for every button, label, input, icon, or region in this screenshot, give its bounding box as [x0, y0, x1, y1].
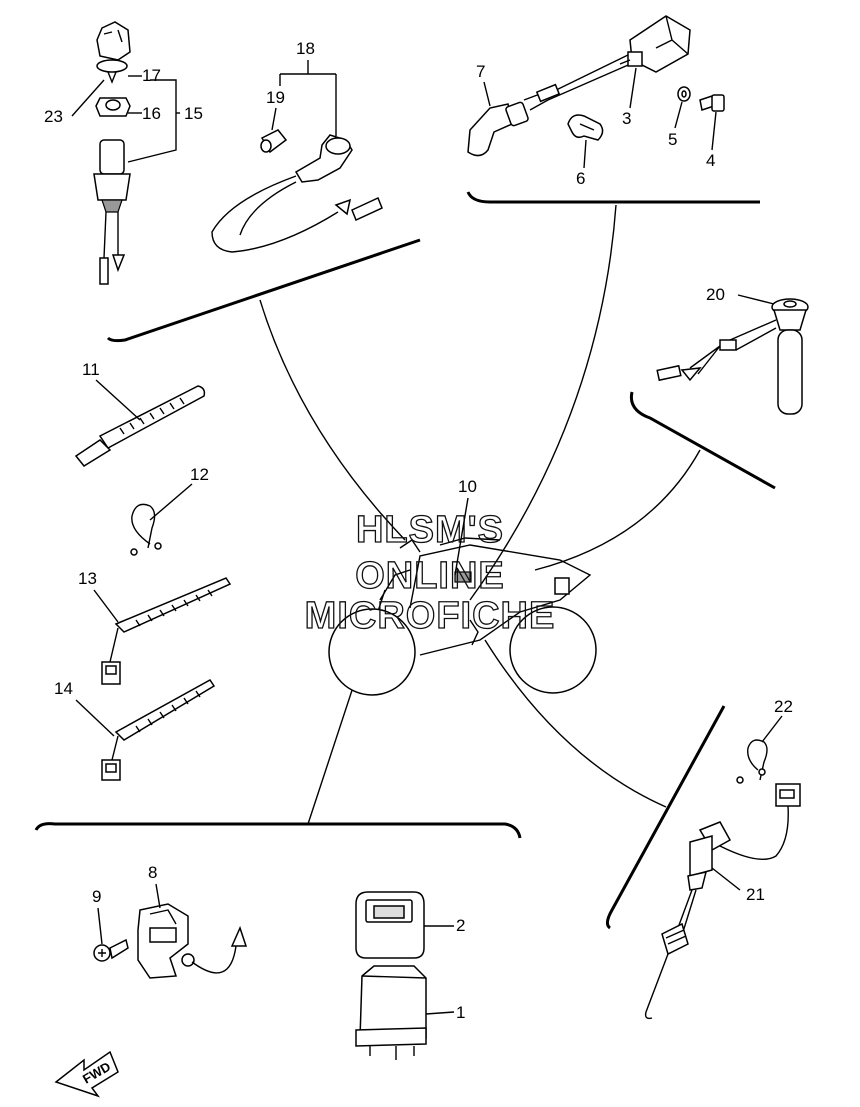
leader-13 [93, 589, 119, 623]
part-11-cable-tie[interactable] [74, 385, 206, 467]
callout-15: 15 [184, 104, 203, 123]
part-16-nut[interactable] [95, 97, 131, 117]
leader-8 [155, 883, 161, 909]
motorcycle-outline [328, 537, 597, 696]
part-17-cap[interactable] [96, 21, 131, 84]
leader-3 [629, 67, 637, 109]
leader-20 [737, 294, 775, 305]
part-20-sensor[interactable] [656, 298, 809, 415]
leader-10 [454, 497, 469, 576]
callout-8: 8 [148, 863, 157, 882]
callout-18: 18 [296, 39, 315, 58]
bracket-15 [127, 79, 180, 163]
callout-7: 7 [476, 62, 485, 81]
leader-7 [483, 81, 491, 107]
bracket-18 [279, 60, 337, 136]
leader-11 [95, 379, 141, 421]
callout-17: 17 [142, 66, 161, 85]
callout-14: 14 [54, 679, 73, 698]
leader-4 [711, 111, 717, 151]
callout-11: 11 [82, 360, 100, 379]
part-3-coil[interactable] [619, 15, 691, 73]
part-15-switch[interactable] [93, 139, 131, 285]
callout-16: 16 [142, 104, 161, 123]
callout-1: 1 [456, 1003, 465, 1022]
part-1-relay[interactable] [355, 965, 427, 1060]
leader-23 [71, 79, 105, 117]
leader-9 [97, 907, 103, 945]
part-8-holder[interactable] [137, 903, 248, 979]
part-7-wire-lead[interactable] [467, 53, 636, 157]
part-12-clip[interactable] [130, 503, 162, 556]
leader-22 [761, 715, 783, 743]
callout-22: 22 [774, 697, 793, 716]
callout-12: 12 [190, 465, 209, 484]
part-2-cover[interactable] [355, 891, 425, 959]
callout-20: 20 [706, 285, 725, 304]
watermark-line-2: ONLINE [355, 555, 505, 597]
part-13-cable-tie[interactable] [101, 577, 232, 685]
callout-3: 3 [622, 109, 631, 128]
callout-21: 21 [746, 885, 765, 904]
leader-6 [583, 139, 587, 169]
callout-2: 2 [456, 916, 465, 935]
part-21-switch[interactable] [644, 783, 801, 1020]
part-9-screw[interactable] [93, 938, 129, 962]
leader-19 [271, 107, 277, 131]
leader-21 [711, 867, 741, 891]
part-4-bolt[interactable] [699, 94, 725, 112]
callout-10: 10 [458, 477, 477, 496]
callout-23: 23 [44, 107, 63, 126]
leader-1 [425, 1011, 455, 1015]
callout-19: 19 [266, 88, 285, 107]
part-18-plug-cap[interactable] [211, 134, 383, 253]
callout-9: 9 [92, 887, 101, 906]
watermark-line-3: MICROFICHE [305, 595, 556, 637]
leader-5 [674, 101, 683, 129]
callout-6: 6 [576, 169, 585, 188]
callout-13: 13 [78, 569, 97, 588]
leader-14 [75, 699, 115, 737]
part-14-cable-tie[interactable] [101, 679, 216, 781]
fwd-arrow-icon: FWD [54, 1050, 119, 1098]
part-19-cap[interactable] [260, 129, 288, 154]
leader-12 [149, 483, 193, 521]
watermark: HLSM'S ONLINE MICROFICHE [304, 508, 556, 637]
part-22-clip[interactable] [736, 739, 768, 784]
part-5-washer[interactable] [677, 86, 691, 102]
panel-frames [34, 191, 776, 930]
callout-5: 5 [668, 130, 677, 149]
part-6-clamp[interactable] [567, 114, 604, 141]
callout-4: 4 [706, 151, 715, 170]
watermark-line-1: HLSM'S [356, 509, 504, 551]
